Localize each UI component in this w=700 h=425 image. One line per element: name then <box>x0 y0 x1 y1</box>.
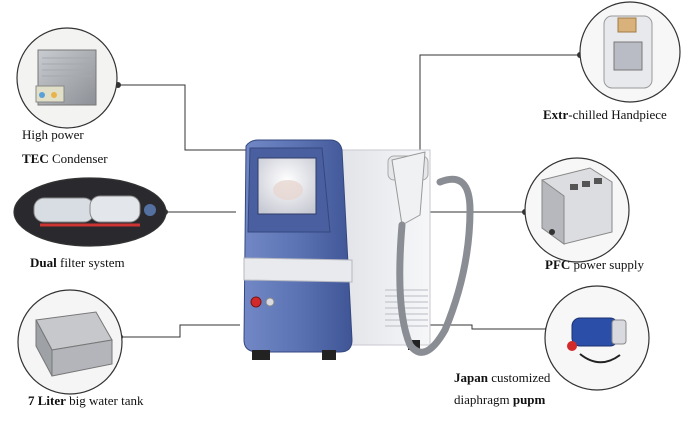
dual-filter-label: Dual filter system <box>30 255 125 271</box>
tec-line1: High power <box>22 127 84 142</box>
dual-filter-image <box>13 177 167 247</box>
pfc-bold: PFC <box>545 257 571 272</box>
pfc-power-supply-image <box>524 157 630 263</box>
key-switch <box>265 297 275 307</box>
pump-line2: diaphragm pupm <box>454 392 550 408</box>
tec-line2: TEC Condenser <box>22 151 108 167</box>
filter-bold: Dual <box>30 255 57 270</box>
pump-line1-bold: Japan <box>454 370 488 385</box>
pump-line1-rest: customized <box>487 370 551 385</box>
handpiece-bold: Extr <box>543 107 569 122</box>
pump-line1: Japan customized <box>454 370 550 386</box>
water-tank-label: 7 Liter big water tank <box>28 393 144 409</box>
diaphragm-pump-image <box>544 285 650 391</box>
laser-machine <box>243 139 474 360</box>
handpiece-image <box>579 1 681 103</box>
handpiece <box>391 151 426 226</box>
tec-rest: Condenser <box>48 151 108 166</box>
pump-line2-bold: pupm <box>512 392 546 407</box>
handpiece-cable <box>396 175 474 356</box>
water-tank-image <box>17 289 123 395</box>
filter-rest: filter system <box>56 255 125 270</box>
tec-condenser-image <box>16 27 118 129</box>
pfc-label: PFC power supply <box>545 257 644 273</box>
pump-line2-plain: diaphragm <box>454 392 513 407</box>
tec-condenser-label: High power TEC Condenser <box>22 127 108 167</box>
tank-rest: big water tank <box>65 393 144 408</box>
handpiece-rest: -chilled Handpiece <box>568 107 667 122</box>
pump-label: Japan customized diaphragm pupm <box>454 370 550 408</box>
tank-bold: 7 Liter <box>28 393 66 408</box>
pfc-rest: power supply <box>570 257 644 272</box>
tec-bold: TEC <box>22 151 49 166</box>
emergency-stop-button <box>250 296 262 308</box>
handpiece-label: Extr-chilled Handpiece <box>543 107 667 123</box>
